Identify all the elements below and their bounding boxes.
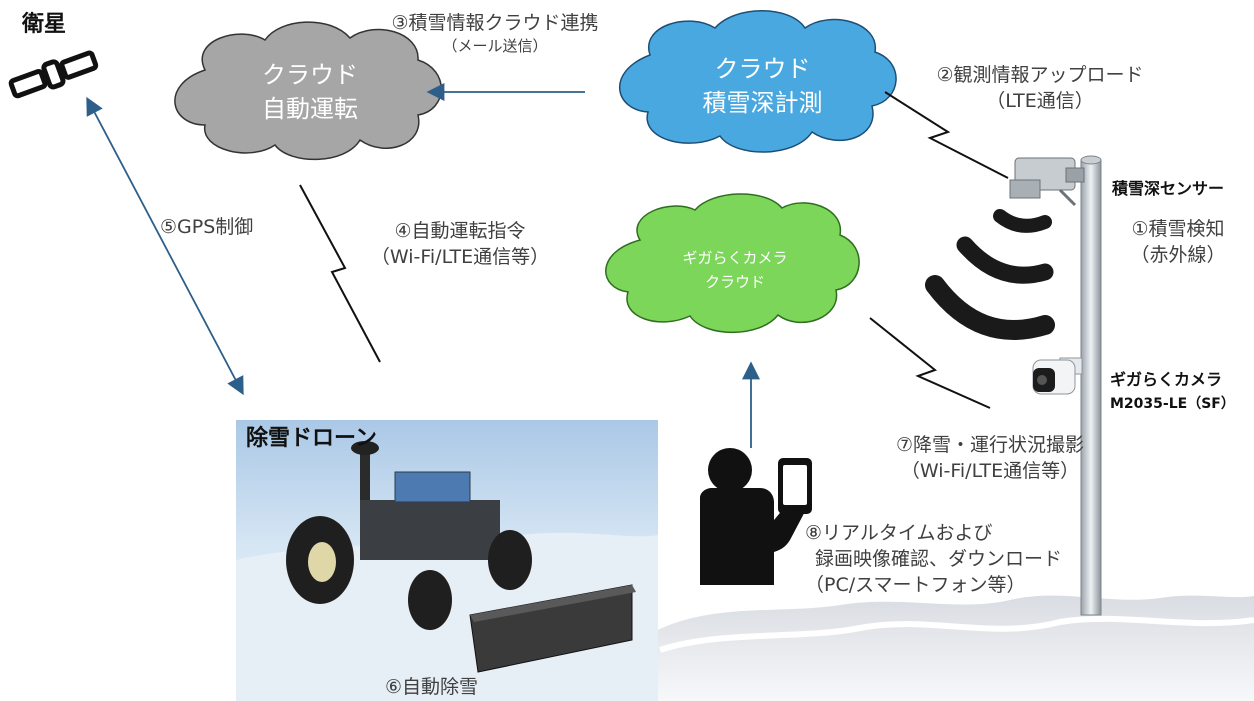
step-7-label: ⑦降雪・運行状況撮影 （Wi-Fi/LTE通信等） [860,432,1120,484]
step-1-line2: （赤外線） [1130,244,1226,266]
step-7-line1: ⑦降雪・運行状況撮影 [895,434,1085,456]
step-2-label: ②観測情報アップロード （LTE通信） [905,62,1175,114]
cloud-snow-depth-line1: クラウド [714,55,811,83]
step-7-line2: （Wi-Fi/LTE通信等） [900,460,1080,482]
cloud-gigaraku-label: ギガらくカメラ クラウド [635,246,835,294]
step-3-line1: ③積雪情報クラウド連携 [391,12,599,34]
cloud-auto-drive-line2: 自動運転 [262,95,358,123]
step-1-line1: ①積雪検知 [1131,218,1225,240]
cloud-auto-drive-label: クラウド 自動運転 [205,58,415,126]
cloud-snow-depth-label: クラウド 積雪深計測 [650,52,875,120]
step-8-line1: ⑧リアルタイムおよび [805,522,993,544]
infrared-waves [925,209,1055,340]
step-2-line1: ②観測情報アップロード [936,64,1144,86]
step-8-line3: （PC/スマートフォン等） [805,574,1026,596]
step-1-label: ①積雪検知 （赤外線） [1108,216,1248,268]
cloud-snow-depth [618,10,897,153]
cloud-auto-drive-line1: クラウド [262,61,358,89]
cloud-gigaraku-line2: クラウド [704,273,765,291]
lightning-auto-drive [299,184,381,363]
person-with-phone-icon [700,448,812,585]
sensor-label: 積雪深センサー [1112,179,1225,198]
step-4-label: ④自動運転指令 （Wi-Fi/LTE通信等） [345,218,575,270]
camera-line2: M2035-LE（SF） [1110,396,1235,412]
step-8-line2: 録画映像確認、ダウンロード [815,548,1063,570]
snow-depth-sensor-icon [1009,157,1085,207]
gigaraku-camera-icon [1032,357,1083,395]
snowplow-drone-photo [236,420,658,701]
cloud-gigaraku [605,193,860,334]
step-5-label: ⑤GPS制御 [160,216,254,238]
camera-line1: ギガらくカメラ [1110,370,1223,389]
step-3-label: ③積雪情報クラウド連携 （メール送信） [360,10,630,56]
cloud-snow-depth-line2: 積雪深計測 [702,89,823,117]
lightning-camera [869,317,991,409]
arrow-gps [86,96,244,396]
camera-label: ギガらくカメラ M2035-LE（SF） [1110,368,1235,416]
step-3-line2: （メール送信） [442,37,548,55]
step-4-line1: ④自動運転指令 [394,220,526,242]
step-2-line2: （LTE通信） [986,90,1094,112]
step-4-line2: （Wi-Fi/LTE通信等） [370,246,550,268]
satellite-label: 衛星 [22,12,67,37]
cloud-gigaraku-line1: ギガらくカメラ [682,249,788,267]
satellite-icon [8,50,99,99]
snow-ground [640,595,1254,701]
step-6-label: ⑥自動除雪 [385,676,479,698]
lightning-lte-upload [884,91,1009,179]
drone-label: 除雪ドローン [246,426,377,451]
step-8-label: ⑧リアルタイムおよび 録画映像確認、ダウンロード （PC/スマートフォン等） [805,520,1135,598]
